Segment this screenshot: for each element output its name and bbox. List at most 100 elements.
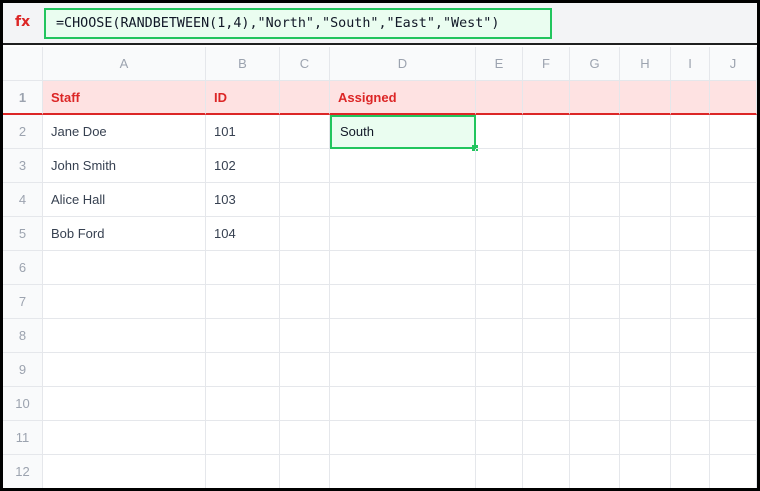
cell-i12[interactable]	[671, 455, 710, 488]
column-header-i[interactable]: I	[671, 47, 710, 81]
cell-d6[interactable]	[330, 251, 476, 285]
cell-e4[interactable]	[476, 183, 523, 217]
column-header-e[interactable]: E	[476, 47, 523, 81]
cell-g3[interactable]	[570, 149, 620, 183]
cell-a6[interactable]	[43, 251, 206, 285]
cell-d7[interactable]	[330, 285, 476, 319]
cell-j10[interactable]	[710, 387, 757, 421]
cell-b9[interactable]	[206, 353, 280, 387]
cell-d9[interactable]	[330, 353, 476, 387]
row-header-5[interactable]: 5	[3, 217, 43, 251]
cell-f1[interactable]	[523, 81, 570, 115]
cell-j1[interactable]	[710, 81, 757, 115]
cell-i1[interactable]	[671, 81, 710, 115]
column-header-j[interactable]: J	[710, 47, 757, 81]
cell-g4[interactable]	[570, 183, 620, 217]
cell-a11[interactable]	[43, 421, 206, 455]
cell-d3[interactable]	[330, 149, 476, 183]
cell-h8[interactable]	[620, 319, 671, 353]
column-header-f[interactable]: F	[523, 47, 570, 81]
column-header-h[interactable]: H	[620, 47, 671, 81]
cell-h9[interactable]	[620, 353, 671, 387]
select-all-corner[interactable]	[3, 47, 43, 81]
cell-j6[interactable]	[710, 251, 757, 285]
cell-e9[interactable]	[476, 353, 523, 387]
cell-h11[interactable]	[620, 421, 671, 455]
column-header-d[interactable]: D	[330, 47, 476, 81]
cell-j12[interactable]	[710, 455, 757, 488]
cell-e2[interactable]	[476, 115, 523, 149]
cell-d10[interactable]	[330, 387, 476, 421]
cell-a12[interactable]	[43, 455, 206, 488]
cell-h4[interactable]	[620, 183, 671, 217]
cell-a3[interactable]: John Smith	[43, 149, 206, 183]
cell-a8[interactable]	[43, 319, 206, 353]
cell-j9[interactable]	[710, 353, 757, 387]
cell-e12[interactable]	[476, 455, 523, 488]
cell-c3[interactable]	[280, 149, 330, 183]
cell-b11[interactable]	[206, 421, 280, 455]
cell-g6[interactable]	[570, 251, 620, 285]
cell-d8[interactable]	[330, 319, 476, 353]
row-header-2[interactable]: 2	[3, 115, 43, 149]
cell-b1[interactable]: ID	[206, 81, 280, 115]
column-header-a[interactable]: A	[43, 47, 206, 81]
column-header-b[interactable]: B	[206, 47, 280, 81]
column-header-g[interactable]: G	[570, 47, 620, 81]
cell-j5[interactable]	[710, 217, 757, 251]
cell-b6[interactable]	[206, 251, 280, 285]
cell-c12[interactable]	[280, 455, 330, 488]
cell-j4[interactable]	[710, 183, 757, 217]
row-header-9[interactable]: 9	[3, 353, 43, 387]
cell-e8[interactable]	[476, 319, 523, 353]
cell-i8[interactable]	[671, 319, 710, 353]
cell-d4[interactable]	[330, 183, 476, 217]
cell-b4[interactable]: 103	[206, 183, 280, 217]
cell-i6[interactable]	[671, 251, 710, 285]
cell-a10[interactable]	[43, 387, 206, 421]
cell-e6[interactable]	[476, 251, 523, 285]
cell-b7[interactable]	[206, 285, 280, 319]
cell-f9[interactable]	[523, 353, 570, 387]
cell-j3[interactable]	[710, 149, 757, 183]
cell-f2[interactable]	[523, 115, 570, 149]
cell-j7[interactable]	[710, 285, 757, 319]
cell-a2[interactable]: Jane Doe	[43, 115, 206, 149]
row-header-7[interactable]: 7	[3, 285, 43, 319]
cell-i11[interactable]	[671, 421, 710, 455]
cell-h12[interactable]	[620, 455, 671, 488]
row-header-3[interactable]: 3	[3, 149, 43, 183]
cell-h3[interactable]	[620, 149, 671, 183]
cell-f11[interactable]	[523, 421, 570, 455]
row-header-6[interactable]: 6	[3, 251, 43, 285]
cell-f12[interactable]	[523, 455, 570, 488]
row-header-8[interactable]: 8	[3, 319, 43, 353]
cell-g2[interactable]	[570, 115, 620, 149]
cell-a1[interactable]: Staff	[43, 81, 206, 115]
cell-d1[interactable]: Assigned	[330, 81, 476, 115]
cell-c10[interactable]	[280, 387, 330, 421]
cell-c11[interactable]	[280, 421, 330, 455]
cell-g11[interactable]	[570, 421, 620, 455]
cell-e11[interactable]	[476, 421, 523, 455]
cell-h2[interactable]	[620, 115, 671, 149]
cell-f6[interactable]	[523, 251, 570, 285]
cell-i10[interactable]	[671, 387, 710, 421]
column-header-c[interactable]: C	[280, 47, 330, 81]
cell-g12[interactable]	[570, 455, 620, 488]
cell-c8[interactable]	[280, 319, 330, 353]
row-header-4[interactable]: 4	[3, 183, 43, 217]
cell-i2[interactable]	[671, 115, 710, 149]
cell-c6[interactable]	[280, 251, 330, 285]
cell-g1[interactable]	[570, 81, 620, 115]
cell-h1[interactable]	[620, 81, 671, 115]
row-header-1[interactable]: 1	[3, 81, 43, 115]
cell-e10[interactable]	[476, 387, 523, 421]
cell-h7[interactable]	[620, 285, 671, 319]
cell-j2[interactable]	[710, 115, 757, 149]
cell-i3[interactable]	[671, 149, 710, 183]
cell-e3[interactable]	[476, 149, 523, 183]
cell-i4[interactable]	[671, 183, 710, 217]
cell-b8[interactable]	[206, 319, 280, 353]
cell-b5[interactable]: 104	[206, 217, 280, 251]
